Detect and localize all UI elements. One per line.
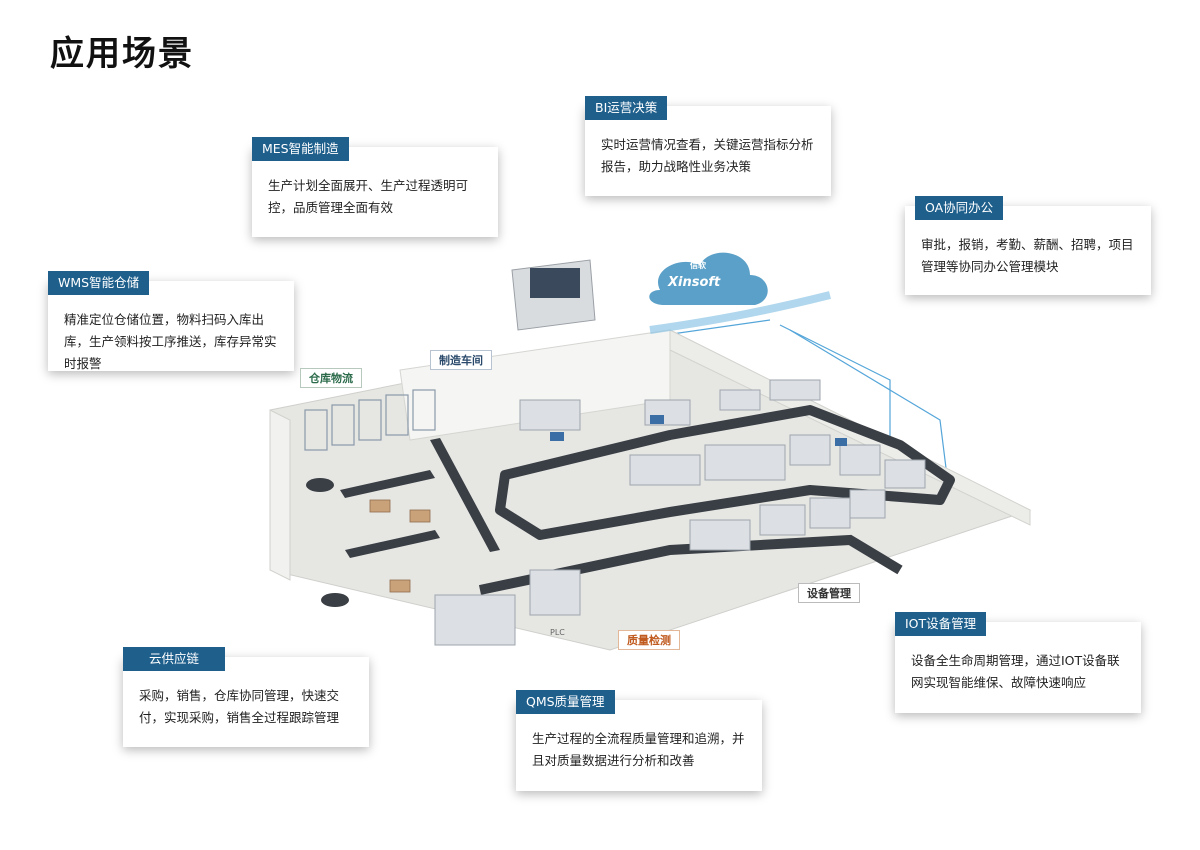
cloud-icon <box>649 252 831 334</box>
main-conveyor-loop <box>495 405 955 540</box>
cloud-logo-text: Xinsoft <box>668 275 721 290</box>
oa-description: 审批，报销，考勤、薪酬、招聘，项目管理等协同办公管理模块 <box>921 237 1134 274</box>
warehouse-conveyor-2 <box>345 530 440 558</box>
wms-description: 精准定位仓储位置，物料扫码入库出库，生产领料按工序推送，库存异常实时报警 <box>64 312 277 371</box>
plc-label: PLC <box>550 628 565 637</box>
wms-card: WMS智能仓储 精准定位仓储位置，物料扫码入库出库，生产领料按工序推送，库存异常… <box>48 271 294 371</box>
warehouse-conveyor <box>340 470 435 498</box>
supply-chain-tag: 云供应链 <box>123 647 226 671</box>
page-title: 应用场景 <box>50 34 194 74</box>
side-conveyor <box>430 438 500 552</box>
label-equipment-management: 设备管理 <box>798 583 860 603</box>
production-machines <box>434 379 926 646</box>
control-room <box>511 259 596 331</box>
iot-description: 设备全生命周期管理，通过IOT设备联网实现智能维保、故障快速响应 <box>911 653 1120 690</box>
mes-tag: MES智能制造 <box>252 137 349 161</box>
bi-tag: BI运营决策 <box>585 96 668 120</box>
iot-card: IOT设备管理 设备全生命周期管理，通过IOT设备联网实现智能维保、故障快速响应 <box>895 612 1141 713</box>
qms-card: QMS质量管理 生产过程的全流程质量管理和追溯，并且对质量数据进行分析和改善 <box>516 690 762 791</box>
factory-scene: Xinsoft 信软 仓库物流 制造车间 质量检测 设备管理 PLC <box>250 250 1050 670</box>
qms-tag: QMS质量管理 <box>516 690 615 714</box>
wms-tag: WMS智能仓储 <box>48 271 150 295</box>
pallets <box>369 499 431 593</box>
oa-card: OA协同办公 审批，报销，考勤、薪酬、招聘，项目管理等协同办公管理模块 <box>905 196 1151 295</box>
cloud-logo-subtext: 信软 <box>690 261 706 270</box>
warehouse-racks <box>304 389 436 451</box>
label-warehouse-logistics: 仓库物流 <box>300 368 362 388</box>
bi-description: 实时运营情况查看，关键运营指标分析报告，助力战略性业务决策 <box>601 137 814 174</box>
mes-card: MES智能制造 生产计划全面展开、生产过程透明可控，品质管理全面有效 <box>252 137 498 237</box>
mes-description: 生产计划全面展开、生产过程透明可控，品质管理全面有效 <box>268 178 469 215</box>
label-quality-inspection: 质量检测 <box>618 630 680 650</box>
supply-chain-card: 云供应链 采购，销售，仓库协同管理，快速交付，实现采购，销售全过程跟踪管理 <box>123 647 369 747</box>
factory-illustration <box>269 252 1032 651</box>
agv-robot-2 <box>321 593 349 607</box>
supply-chain-description: 采购，销售，仓库协同管理，快速交付，实现采购，销售全过程跟踪管理 <box>139 688 340 725</box>
qms-description: 生产过程的全流程质量管理和追溯，并且对质量数据进行分析和改善 <box>532 731 745 768</box>
oa-tag: OA协同办公 <box>915 196 1004 220</box>
machine-screens <box>550 415 847 446</box>
agv-robot <box>306 478 334 492</box>
factory-wall-left <box>269 409 291 581</box>
label-manufacturing-workshop: 制造车间 <box>430 350 492 370</box>
bi-card: BI运营决策 实时运营情况查看，关键运营指标分析报告，助力战略性业务决策 <box>585 96 831 196</box>
iot-tag: IOT设备管理 <box>895 612 987 636</box>
